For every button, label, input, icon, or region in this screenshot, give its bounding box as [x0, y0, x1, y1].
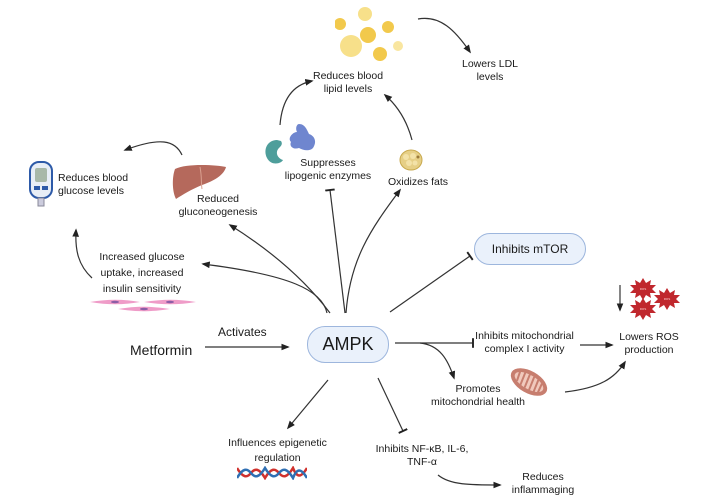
blood-glucose-label: Reduces blood glucose levels — [58, 172, 128, 198]
blood-glucose-line-2: glucose levels — [58, 185, 124, 197]
glucose-uptake-label: Increased glucose uptake, increased insu… — [92, 249, 192, 297]
arrow-oxidizes-fats-blood-lipid — [383, 93, 413, 141]
nfkb-label: Inhibits NF-κB, IL-6, TNF-α — [372, 443, 472, 469]
mito-health-line-2: mitochondrial health — [431, 396, 525, 408]
mitochondrion-icon — [510, 368, 548, 396]
blood-lipid-label: Reduces blood lipid levels — [313, 70, 383, 96]
ros-badge-3: ROS — [640, 307, 647, 311]
mito-health-label: Promotes mitochondrial health — [428, 383, 528, 409]
mtor-label: Inhibits mTOR — [491, 242, 569, 256]
blood-lipid-line-2: lipid levels — [323, 83, 373, 95]
muscle-cells-icon — [90, 299, 196, 312]
blood-lipid-line-1: Reduces blood — [313, 70, 384, 82]
metformin-label: Metformin — [130, 342, 193, 358]
fat-cell-icon — [399, 149, 423, 171]
inhibit-ampk-nfkb — [377, 377, 408, 434]
ldl-line-1: Lowers LDL — [461, 58, 519, 70]
mito-complex-line-2: complex I activity — [484, 343, 565, 355]
arrow-ampk-mito-health — [419, 342, 456, 380]
arrow-gluconeogenesis-blood-glucose — [123, 141, 183, 156]
ampk-label: AMPK — [322, 334, 374, 354]
glucose-uptake-line-1: Increased glucose — [99, 251, 185, 263]
arrow-mito-health-ros — [564, 360, 626, 393]
arrow-lipid-ldl — [417, 17, 471, 54]
gluconeogenesis-label: Reduced gluconeogenesis — [173, 193, 263, 219]
arrow-ampk-oxidizes-fats — [345, 188, 402, 314]
enzyme-icon — [265, 124, 316, 164]
lipogenic-line-1: Suppresses — [300, 157, 356, 169]
glucose-uptake-line-3: insulin sensitivity — [102, 283, 182, 295]
ldl-label: Lowers LDL levels — [455, 58, 525, 84]
arrow-lipogenic-blood-lipid — [279, 79, 314, 126]
ros-line-1: Lowers ROS — [619, 331, 679, 343]
gluconeogenesis-line-1: Reduced — [196, 193, 240, 205]
ros-badge-2: ROS — [664, 297, 671, 301]
ldl-line-2: levels — [476, 71, 504, 83]
oxidizes-fats-label: Oxidizes fats — [387, 176, 449, 188]
mito-complex-label: Inhibits mitochondrial complex I activit… — [472, 330, 577, 356]
ros-icon: ROS ROS ROS — [630, 278, 680, 320]
nfkb-line-1: Inhibits NF-κB, IL-6, — [375, 443, 469, 455]
lipogenic-line-2: lipogenic enzymes — [284, 170, 372, 182]
liver-icon — [172, 165, 226, 199]
lipogenic-label: Suppresses lipogenic enzymes — [278, 157, 378, 183]
epigenetic-label: Influences epigenetic regulation — [225, 436, 330, 466]
epigenetic-line-1: Influences epigenetic — [228, 437, 327, 449]
ros-badge-1: ROS — [640, 287, 647, 291]
glucometer-icon — [29, 161, 53, 207]
inhibit-ampk-lipogenic — [325, 188, 346, 314]
gluconeogenesis-line-2: gluconeogenesis — [178, 206, 258, 218]
ros-label: Lowers ROS production — [617, 331, 681, 357]
inflammaging-line-2: inflammaging — [511, 484, 575, 496]
arrow-ampk-epigenetic — [286, 379, 329, 430]
epigenetic-line-2: regulation — [254, 452, 301, 464]
lipid-droplets-icon — [335, 7, 403, 61]
arrow-nfkb-inflammaging — [437, 474, 502, 489]
mtor-node: Inhibits mTOR — [474, 233, 586, 265]
blood-glucose-line-1: Reduces blood — [58, 172, 129, 184]
arrow-glucose-uptake-blood-glucose — [72, 228, 93, 279]
dna-icon — [237, 466, 307, 480]
mito-complex-line-1: Inhibits mitochondrial — [475, 330, 574, 342]
inhibit-ampk-mtor — [389, 251, 474, 313]
inflammaging-line-1: Reduces — [522, 471, 564, 483]
inflammaging-label: Reduces inflammaging — [508, 471, 578, 497]
nfkb-line-2: TNF-α — [407, 456, 437, 468]
ampk-node: AMPK — [307, 326, 389, 363]
glucose-uptake-line-2: uptake, increased — [100, 267, 184, 279]
arrow-ampk-gluconeogenesis — [228, 224, 331, 314]
ros-line-2: production — [624, 344, 674, 356]
mito-health-line-1: Promotes — [455, 383, 501, 395]
activates-label: Activates — [218, 325, 267, 339]
